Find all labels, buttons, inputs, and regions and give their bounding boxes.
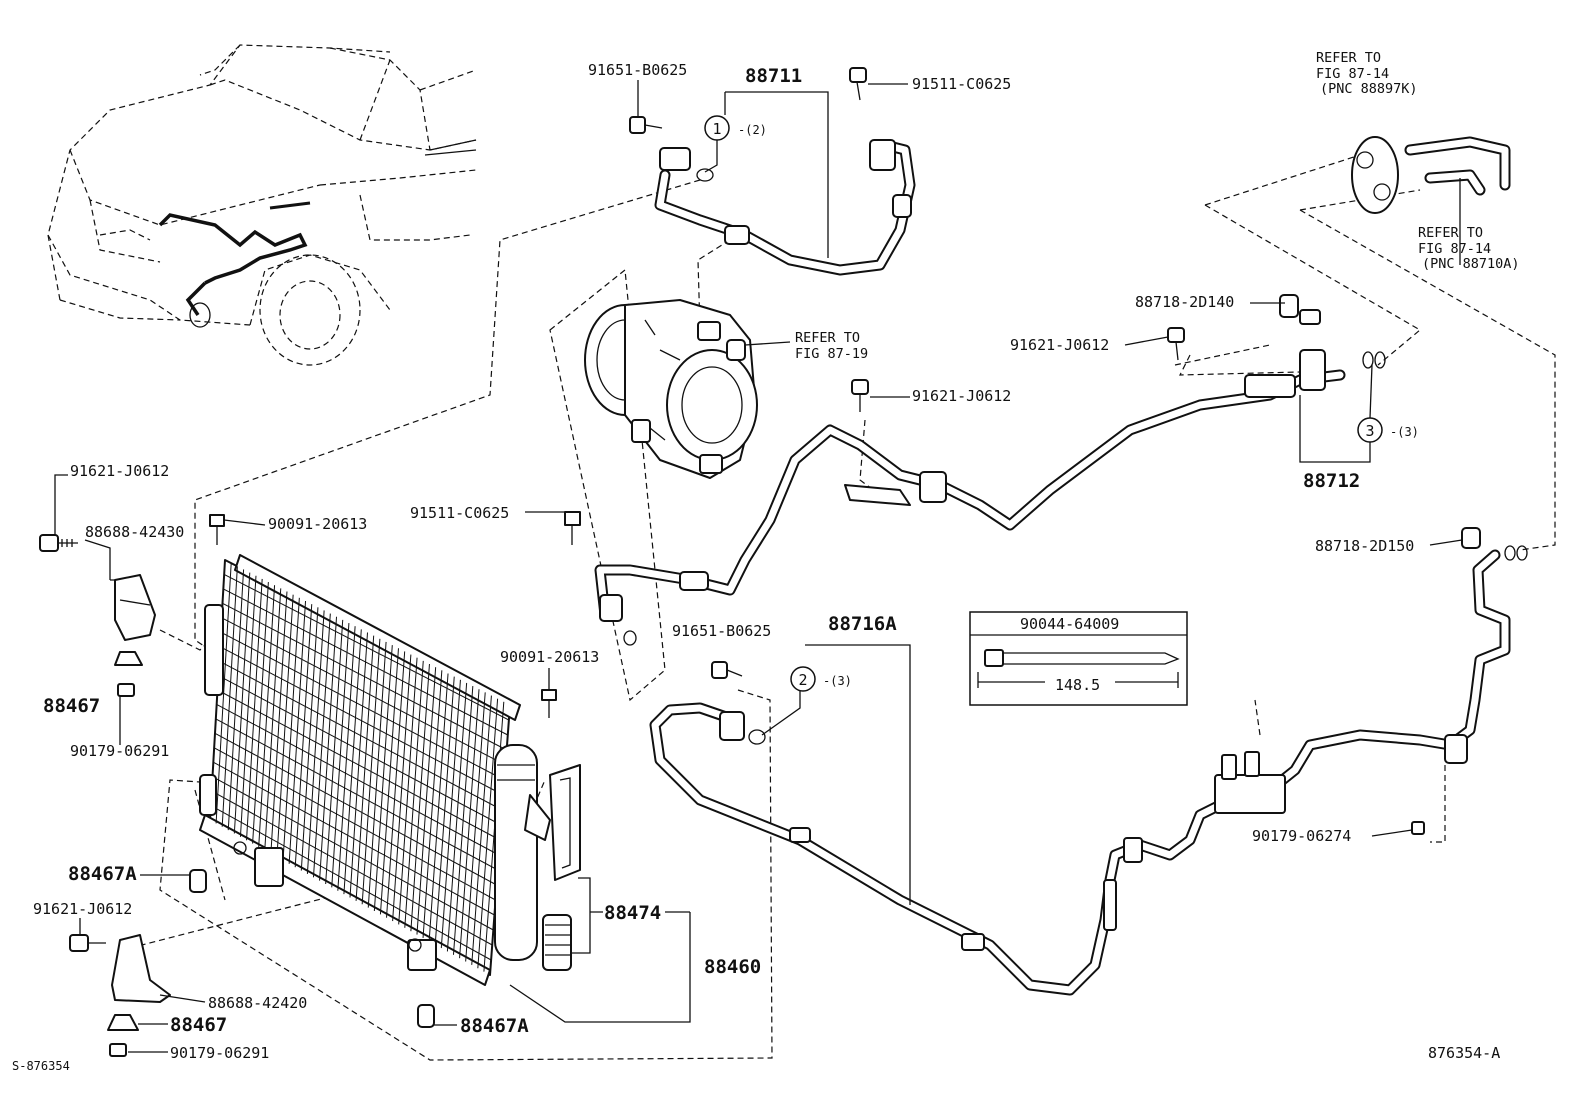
label-90179-06274: 90179-06274 <box>1252 827 1351 845</box>
callout-circle-2 <box>790 666 816 692</box>
label-88688-42420: 88688-42420 <box>208 994 307 1012</box>
compressor <box>584 299 758 479</box>
small-hardware <box>39 67 1528 1057</box>
label-88718-2d140: 88718-2D140 <box>1135 293 1234 311</box>
footer-left-code: S-876354 <box>12 1059 70 1073</box>
part-labels: 91651-B0625 88711 91511-C0625 REFER TO F… <box>12 50 1520 1073</box>
label-88711: 88711 <box>745 65 802 87</box>
callout-number-1: 1 <box>712 120 721 138</box>
clamp-dimension: 148.5 <box>1055 676 1100 694</box>
callout-circle-3 <box>1357 417 1383 443</box>
dashed-connectors <box>110 154 1556 1061</box>
condenser-tube <box>221 617 506 766</box>
condenser-tube <box>215 718 499 871</box>
label-90091-b: 90091-20613 <box>500 648 599 666</box>
ref-mid-line3: (PNC 88710A) <box>1422 256 1520 272</box>
label-88688-42430: 88688-42430 <box>85 523 184 541</box>
ref-top-line2: FIG 87-14 <box>1316 66 1389 82</box>
callout-number-3: 3 <box>1365 422 1374 440</box>
label-91621-c: 91621-J0612 <box>1010 336 1109 354</box>
label-90044-64009: 90044-64009 <box>1020 615 1119 633</box>
label-88467a-mid: 88467A <box>68 863 137 885</box>
footer-right-code: 876354-A <box>1428 1044 1500 1062</box>
condenser-tube <box>219 646 504 796</box>
label-91621-d: 91621-J0612 <box>912 387 1011 405</box>
label-91511-top: 91511-C0625 <box>912 75 1011 93</box>
callout-circle-1 <box>704 115 730 141</box>
label-88716a: 88716A <box>828 613 897 635</box>
ref-compressor-line2: FIG 87-19 <box>795 346 868 362</box>
condenser-tube <box>218 660 503 811</box>
ref-mid-line1: REFER TO <box>1418 225 1483 241</box>
label-88467-top: 88467 <box>43 695 100 717</box>
condenser-tube <box>222 602 507 751</box>
condenser-tube <box>218 675 502 826</box>
callout-qty-2: -(3) <box>823 674 852 688</box>
callout-qty-1: -(2) <box>738 123 767 137</box>
condenser-tube <box>214 732 497 886</box>
label-88712: 88712 <box>1303 470 1360 492</box>
label-90179-06291-b: 90179-06291 <box>170 1044 269 1062</box>
condenser-tube <box>220 631 505 781</box>
condenser-tube <box>210 805 492 961</box>
label-88474: 88474 <box>604 902 661 924</box>
label-91651-mid: 91651-B0625 <box>672 622 771 640</box>
condenser-tube <box>216 704 500 856</box>
condenser-tube <box>213 747 496 901</box>
label-88467-bottom: 88467 <box>170 1014 227 1036</box>
leader-lines <box>54 80 1463 1053</box>
label-91621-b: 91621-J0612 <box>33 900 132 918</box>
label-88460: 88460 <box>704 956 761 978</box>
clamp-box <box>969 611 1188 706</box>
label-90091-a: 90091-20613 <box>268 515 367 533</box>
ref-top-line1: REFER TO <box>1316 50 1381 66</box>
condenser-tube <box>213 761 495 916</box>
condenser-tube <box>217 689 501 841</box>
condenser <box>199 554 521 986</box>
label-91651-top: 91651-B0625 <box>588 61 687 79</box>
label-88718-2d150: 88718-2D150 <box>1315 537 1414 555</box>
callouts: 1 -(2) 2 -(3) 3 -(3) <box>704 115 1419 692</box>
pipes <box>594 139 1511 996</box>
condenser-tube <box>223 588 509 736</box>
condenser-tube <box>212 776 494 931</box>
label-88467a-bottom: 88467A <box>460 1015 529 1037</box>
condenser-tube <box>223 573 510 721</box>
receiver-drier <box>494 744 581 971</box>
label-91621-a: 91621-J0612 <box>70 462 169 480</box>
callout-number-2: 2 <box>798 671 807 689</box>
condenser-tube <box>211 790 493 946</box>
label-90179-06291-a: 90179-06291 <box>70 742 169 760</box>
callout-qty-3: -(3) <box>1390 425 1419 439</box>
ref-mid-line2: FIG 87-14 <box>1418 241 1491 257</box>
ref-top-line3: (PNC 88897K) <box>1320 81 1418 97</box>
label-91511-mid: 91511-C0625 <box>410 504 509 522</box>
ref-compressor-line1: REFER TO <box>795 330 860 346</box>
vehicle-sketch <box>47 44 477 366</box>
